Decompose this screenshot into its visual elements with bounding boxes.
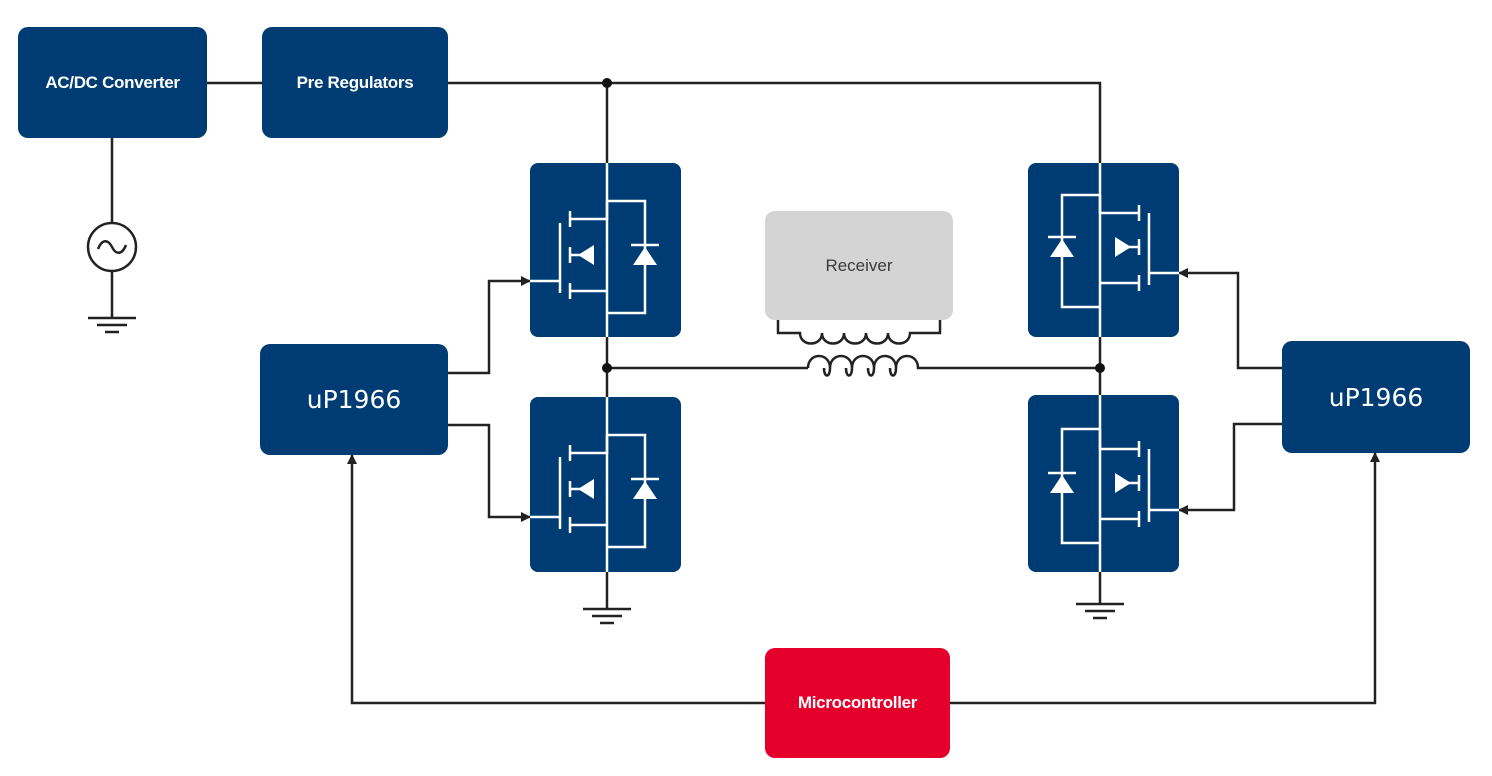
body-diode-arrow-icon: [578, 245, 594, 265]
mosfet-icon: [1048, 395, 1179, 572]
pre-regulators-label: Pre Regulators: [296, 72, 414, 92]
gate-driver-right-block: uP1966: [1282, 341, 1470, 453]
freewheel-diode-icon: [1050, 239, 1074, 257]
ground-icon: [1076, 602, 1124, 620]
wire-rail-top: [448, 81, 1102, 163]
body-diode-arrow-icon: [1115, 237, 1131, 257]
gate-driver-left-label: uP1966: [306, 385, 402, 414]
wire-gate-right-high: [1178, 268, 1282, 370]
acdc-converter-label: AC/DC Converter: [45, 72, 180, 92]
wire-gate-left-high: [448, 276, 531, 375]
gate-driver-left-block: uP1966: [260, 344, 448, 455]
receiver-label: Receiver: [825, 255, 893, 275]
ac-source-icon: [86, 221, 138, 273]
mosfet-icon: [1048, 163, 1179, 337]
acdc-converter-block: AC/DC Converter: [18, 27, 207, 138]
pre-regulators-block: Pre Regulators: [262, 27, 448, 138]
freewheel-diode-icon: [633, 247, 657, 265]
freewheel-diode-icon: [1050, 475, 1074, 493]
ground-icon: [88, 316, 136, 334]
mosfet-icon: [530, 397, 659, 572]
junction-dot-icon: [1095, 363, 1105, 373]
mosfet-left-low: [530, 397, 681, 572]
body-diode-arrow-icon: [1115, 473, 1131, 493]
body-diode-arrow-icon: [578, 479, 594, 499]
junction-dot-icon: [602, 78, 612, 88]
junction-dot-icon: [602, 363, 612, 373]
wire-mcu-to-right-driver: [950, 452, 1380, 705]
microcontroller-block: Microcontroller: [765, 648, 950, 758]
mosfet-right-high: [1028, 163, 1179, 337]
receiver-block: Receiver: [765, 211, 953, 320]
microcontroller-label: Microcontroller: [797, 693, 918, 712]
inductor-coil-icon: [806, 354, 930, 377]
wire-mcu-to-left-driver: [347, 454, 765, 705]
wire-gate-right-low: [1178, 422, 1282, 515]
wire-gate-left-low: [448, 423, 531, 522]
freewheel-diode-icon: [633, 481, 657, 499]
mosfet-right-low: [1028, 395, 1179, 572]
receiver-coil-icon: [776, 320, 942, 345]
gate-driver-right-label: uP1966: [1328, 382, 1424, 412]
mosfet-left-high: [530, 163, 681, 337]
ground-icon: [583, 607, 631, 625]
mosfet-icon: [530, 163, 659, 337]
